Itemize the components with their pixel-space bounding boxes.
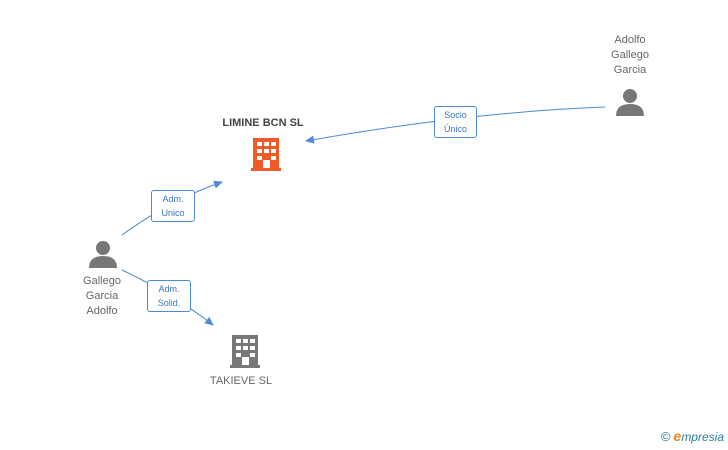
brand-name: mpresia <box>681 430 724 444</box>
building-icon[interactable] <box>230 335 260 368</box>
building-icon[interactable] <box>251 138 281 171</box>
person-label-gallego-garcia-adolfo[interactable]: Gallego Garcia Adolfo <box>83 275 121 317</box>
edge-label-socio-unico: Socio Único <box>434 106 477 138</box>
person-icon[interactable] <box>616 89 644 116</box>
company-label-takieve[interactable]: TAKIEVE SL <box>209 375 273 387</box>
person-label-adolfo-gallego-garcia[interactable]: Adolfo Gallego Garcia <box>611 34 649 76</box>
edge-label-adm-unico: Adm. Unico <box>151 190 195 222</box>
person-icon[interactable] <box>89 241 117 268</box>
brand-logo: © empresia <box>661 428 724 444</box>
company-label-limine[interactable]: LIMINE BCN SL <box>222 117 304 129</box>
brand-initial: e <box>673 428 682 444</box>
copyright-symbol: © <box>660 428 671 444</box>
edge-label-adm-solid: Adm. Solid. <box>147 280 191 312</box>
